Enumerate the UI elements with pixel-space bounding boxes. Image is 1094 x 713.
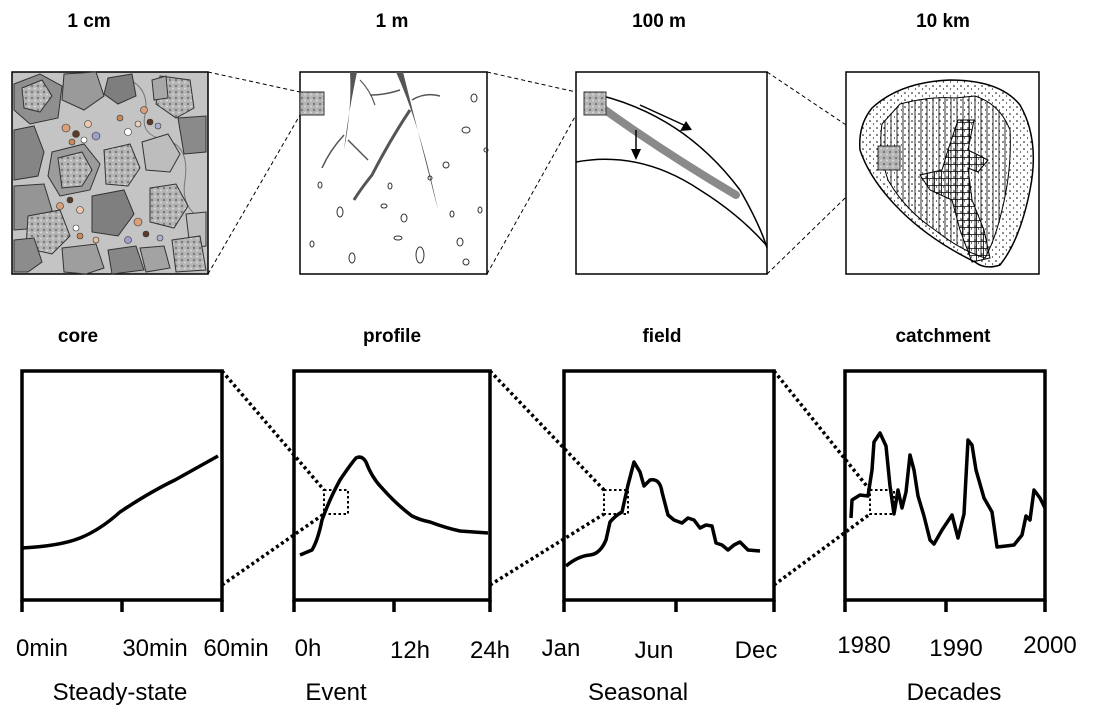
tick-label: 12h	[390, 637, 430, 664]
scale-label-cm: 1 cm	[67, 11, 110, 32]
tick-label: 1990	[929, 635, 982, 662]
curve-catchment	[849, 431, 1047, 549]
plot-frame-catchment	[843, 369, 1047, 602]
unit-label-field: field	[642, 326, 681, 347]
zoom-box-catchment	[869, 489, 895, 515]
field-illustration	[575, 71, 768, 275]
profile-illustration	[299, 71, 489, 275]
tick-label: 0min	[16, 635, 68, 662]
tick-label: 30min	[122, 635, 187, 662]
tick-label: 1980	[837, 632, 890, 659]
scale-label-km: 10 km	[916, 11, 970, 32]
tick-label: 2000	[1023, 632, 1076, 659]
catchment-illustration	[845, 71, 1040, 275]
unit-label-catchment: catchment	[895, 326, 991, 347]
unit-label-profile: profile	[363, 326, 421, 347]
scale-label-m: 1 m	[376, 11, 409, 32]
unit-label-core: core	[58, 326, 98, 347]
scale-label-100m: 100 m	[632, 11, 686, 32]
zoom-lines-bottom	[220, 369, 872, 587]
tick-label: 60min	[203, 635, 268, 662]
timescale-decades: Decades	[907, 679, 1002, 706]
core-illustration	[11, 71, 209, 275]
timescale-seasonal: Seasonal	[588, 679, 688, 706]
plot-frame-field	[562, 369, 776, 602]
zoom-box-profile	[323, 489, 349, 515]
curve-core	[21, 454, 219, 550]
tick-label: 24h	[470, 637, 510, 664]
tick-label: 0h	[295, 635, 322, 662]
timescale-event: Event	[305, 679, 367, 706]
curve-field	[564, 460, 761, 568]
tick-label: Jun	[635, 637, 674, 664]
plot-frame-core	[20, 369, 224, 602]
zoom-box-field	[603, 489, 629, 515]
timescale-steady-state: Steady-state	[53, 679, 188, 706]
curve-profile	[299, 455, 489, 557]
tick-label: Jan	[542, 635, 581, 662]
tick-label: Dec	[735, 637, 778, 664]
plot-frame-profile	[292, 369, 492, 602]
